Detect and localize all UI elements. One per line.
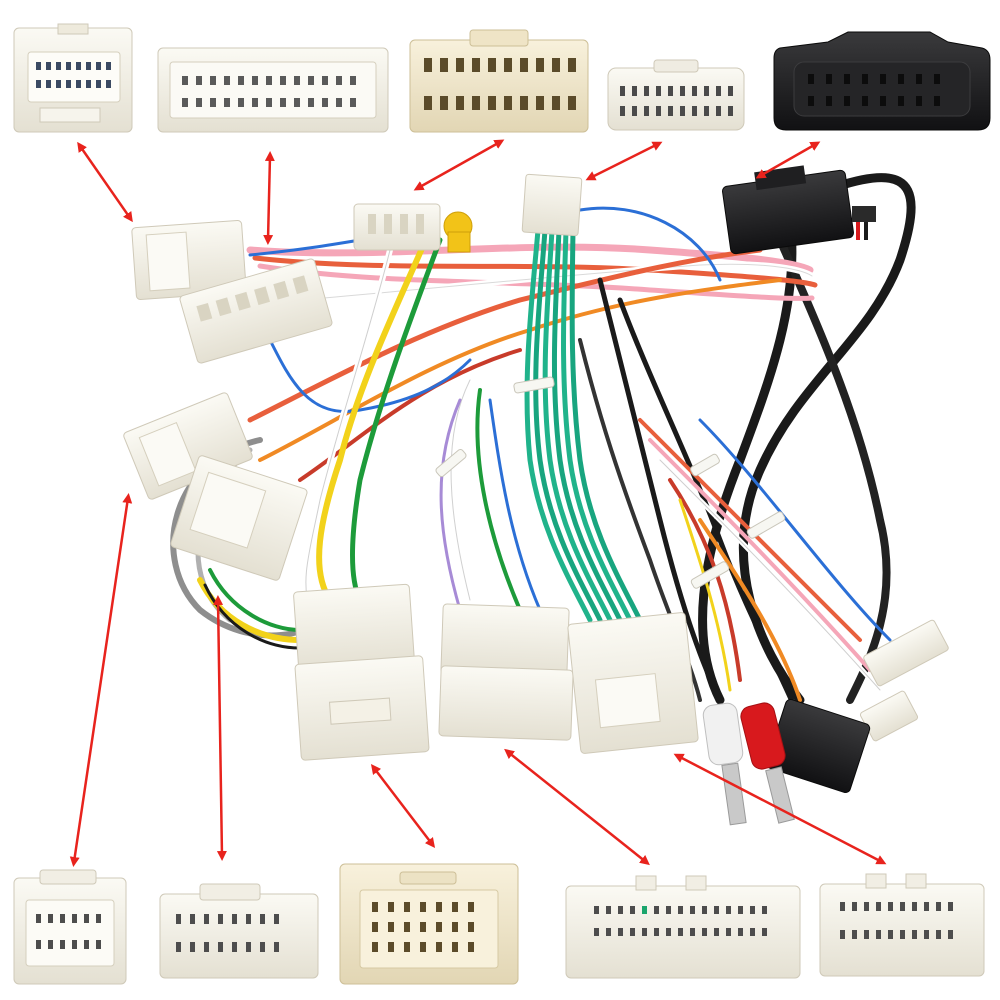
arrow-bottom-2 bbox=[213, 595, 227, 861]
bottom-connector-5 bbox=[819, 873, 985, 977]
arrow-top-5 bbox=[755, 141, 821, 179]
bottom-connector-4 bbox=[565, 875, 801, 979]
arrow-bottom-1 bbox=[69, 493, 133, 867]
arrow-bottom-3 bbox=[370, 764, 436, 848]
harness-plug-bottom-1 bbox=[293, 583, 430, 761]
harness-plug-bottom-3 bbox=[567, 612, 699, 754]
harness-plug-bottom-2 bbox=[438, 603, 574, 741]
harness-plug-left-4 bbox=[170, 455, 308, 581]
arrow-bottom-5 bbox=[673, 753, 887, 865]
top-connector-1 bbox=[13, 23, 133, 133]
bottom-connector-2 bbox=[159, 883, 319, 979]
arrows bbox=[69, 139, 887, 867]
arrow-top-4 bbox=[585, 141, 663, 181]
arrow-top-3 bbox=[413, 139, 505, 191]
arrow-bottom-4 bbox=[504, 748, 650, 866]
rca-plug-white bbox=[702, 702, 747, 826]
arrow-top-1 bbox=[77, 141, 133, 223]
harness-plug-left-2 bbox=[179, 258, 333, 364]
top-connector-2 bbox=[157, 47, 389, 133]
top-connector-3 bbox=[409, 29, 589, 133]
harness-plug-top-center bbox=[353, 203, 473, 253]
harness-small-plug-1 bbox=[863, 619, 949, 687]
harness-plug-top-left bbox=[131, 220, 247, 300]
bottom-connector-3 bbox=[339, 863, 519, 985]
arrow-top-2 bbox=[263, 151, 275, 245]
top-connector-obd bbox=[773, 31, 991, 131]
bottom-connector-1 bbox=[13, 869, 127, 985]
zip-ties bbox=[435, 376, 786, 589]
harness-plug-top-ribbon bbox=[521, 173, 583, 237]
top-connector-4 bbox=[607, 59, 745, 131]
